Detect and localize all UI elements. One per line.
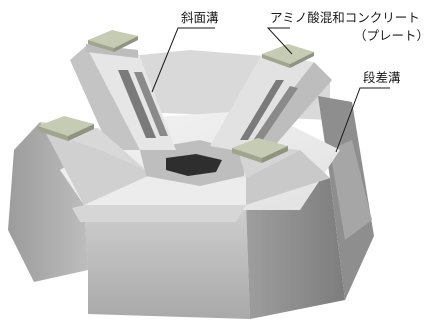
step-groove-leader: [335, 87, 390, 153]
ramp-back-right-side: [244, 62, 332, 160]
deck-left-facet: [40, 122, 150, 205]
pedestal-back-left: [86, 30, 138, 58]
plate-top: [232, 138, 288, 158]
slope-groove-slot: [240, 80, 284, 140]
ramp-back-right: [210, 54, 314, 152]
step-groove-label: 段差溝: [363, 70, 401, 85]
pedestal-front-left: [38, 116, 94, 141]
plate-side: [262, 54, 290, 68]
center-hole: [166, 154, 222, 176]
step-groove-ledge: [330, 140, 372, 240]
plate-side: [290, 52, 314, 68]
plate-side: [232, 148, 262, 163]
pedestals: [38, 30, 314, 163]
plate-side: [38, 126, 68, 141]
amino-concrete-label: アミノ酸混和コンクリート: [270, 10, 420, 25]
slope-groove-slot: [252, 86, 298, 144]
center-opening: [140, 140, 244, 186]
plate-side: [114, 36, 138, 52]
amino-concrete-leader: [266, 27, 293, 55]
plate-top: [38, 116, 94, 136]
plate-side: [68, 124, 94, 141]
front-face: [84, 205, 250, 319]
deck-right-facet: [246, 150, 330, 205]
slope-groove-slot: [118, 70, 156, 138]
slope-groove-slot: [134, 72, 168, 136]
plate-side: [88, 40, 114, 52]
left-skirt: [8, 122, 88, 282]
deck-front-bevel: [72, 205, 246, 222]
amino-concrete-sublabel: （プレート）: [354, 28, 429, 43]
pedestal-front-right: [232, 138, 288, 163]
slope-groove-leader: [151, 27, 215, 93]
pedestal-back-right: [262, 44, 314, 68]
plate-top: [88, 30, 138, 48]
leader-lines: [151, 27, 390, 153]
slope-groove-label: 斜面溝: [181, 10, 219, 25]
ramp-back-left-side: [70, 46, 140, 150]
slope-grooves: [118, 70, 298, 144]
right-front-face: [246, 178, 345, 319]
plate-top: [262, 44, 314, 64]
plate-side: [262, 146, 288, 163]
